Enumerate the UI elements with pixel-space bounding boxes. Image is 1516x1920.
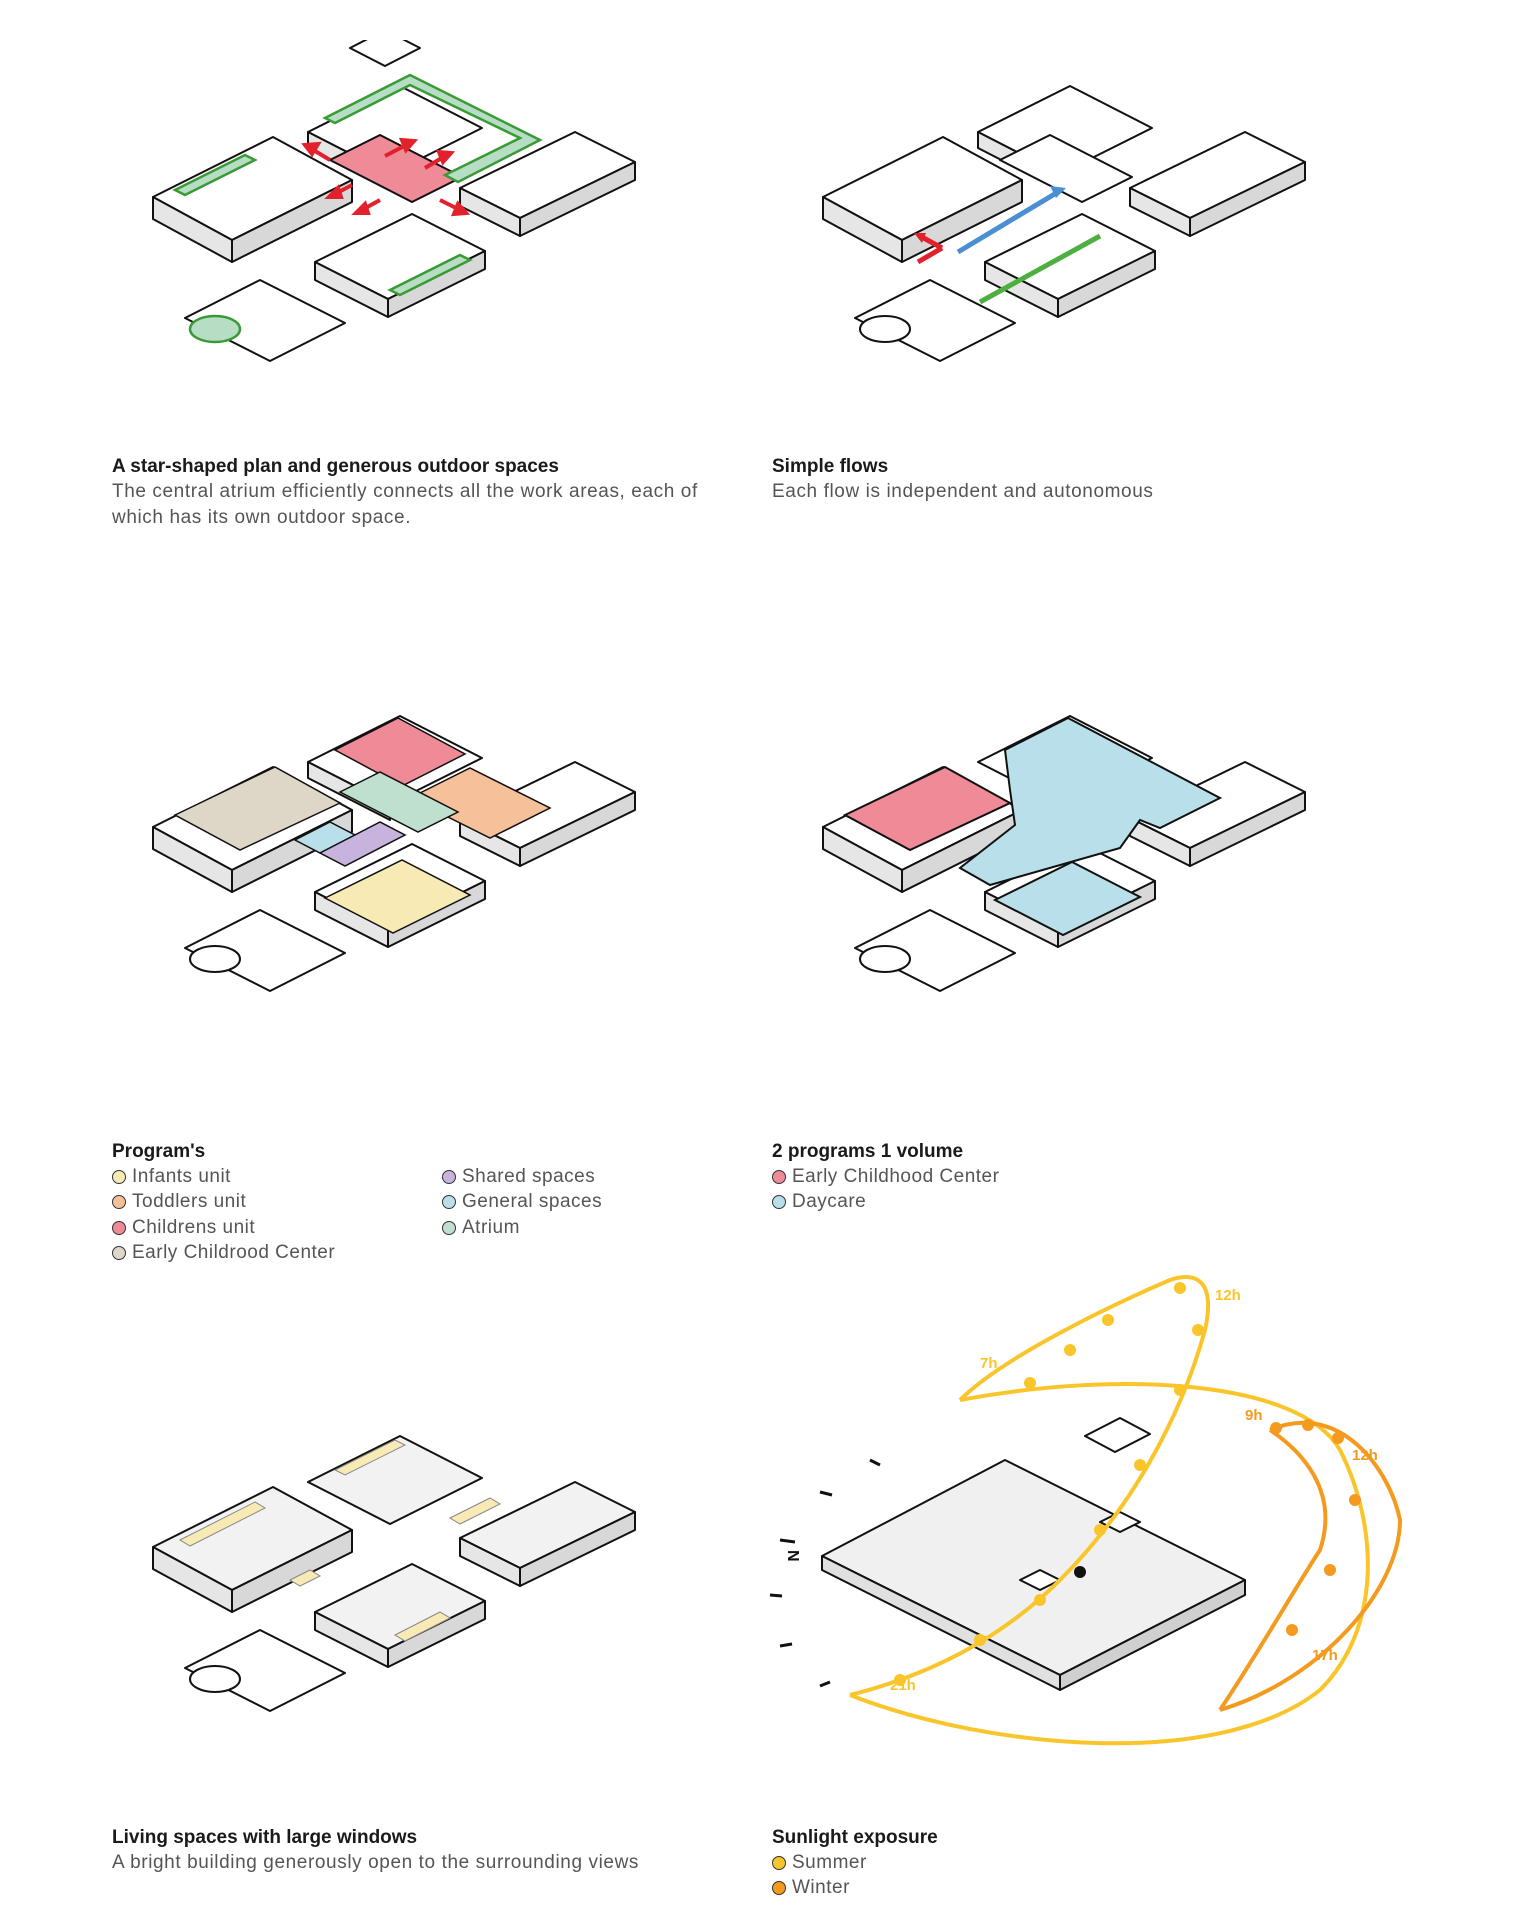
caption-simple-flows: Simple flows Each flow is independent an… (772, 455, 1412, 505)
legend-item-atrium: Atrium (442, 1215, 602, 1241)
diagram-star-plan (140, 40, 700, 370)
winter-label-9h: 9h (1245, 1407, 1263, 1424)
legend-item-summer: Summer (772, 1850, 938, 1876)
caption-text: The central atrium efficiently connects … (112, 481, 698, 528)
legend-swatch (112, 1246, 126, 1261)
legend-swatch (772, 1195, 786, 1210)
living-spaces-axonometric (152, 1435, 636, 1712)
summer-label-12h: 12h (1215, 1287, 1241, 1304)
diagram-sunlight: N 7h 12h 21h 9h 12h 17h (740, 1250, 1480, 1770)
legend-item-winter: Winter (772, 1876, 938, 1902)
legend-label: Toddlers unit (132, 1191, 247, 1213)
legend-swatch (442, 1195, 456, 1210)
legend-title: Sunlight exposure (772, 1827, 938, 1848)
summer-label-7h: 7h (980, 1355, 998, 1372)
diagram-living-spaces (140, 1390, 700, 1720)
legend-label: Winter (792, 1877, 850, 1899)
legend-title: Program's (112, 1141, 206, 1162)
diagram-simple-flows (810, 40, 1370, 370)
star-plan-axonometric (152, 40, 636, 362)
legend-label: Early Childrood Center (132, 1242, 336, 1264)
legend-title: 2 programs 1 volume (772, 1141, 964, 1162)
caption-title: A star-shaped plan and generous outdoor … (112, 456, 559, 477)
caption-living-spaces: Living spaces with large windows A brigh… (112, 1826, 752, 1876)
legend-swatch (112, 1220, 126, 1235)
caption-text: A bright building generously open to the… (112, 1852, 640, 1873)
legend-item-early-childhood: Early Childhood Center (772, 1164, 999, 1190)
legend-item-early-childrood: Early Childrood Center (112, 1241, 442, 1267)
summer-label-21h: 21h (890, 1677, 916, 1694)
legend-label: Shared spaces (462, 1165, 596, 1187)
legend-item-general: General spaces (442, 1190, 602, 1216)
north-label: N (784, 1550, 801, 1562)
legend-label: General spaces (462, 1191, 603, 1213)
caption-text: Each flow is independent and autonomous (772, 481, 1154, 502)
legend-programs: Program's Infants unit Toddlers unit Chi… (112, 1140, 602, 1266)
legend-swatch (112, 1195, 126, 1210)
legend-item-toddlers: Toddlers unit (112, 1190, 442, 1216)
caption-star-plan: A star-shaped plan and generous outdoor … (112, 455, 752, 531)
legend-swatch (772, 1855, 786, 1870)
legend-two-programs: 2 programs 1 volume Early Childhood Cent… (772, 1140, 999, 1215)
legend-label: Early Childhood Center (792, 1165, 1000, 1187)
legend-swatch (442, 1169, 456, 1184)
legend-item-daycare: Daycare (772, 1190, 999, 1216)
legend-item-infants: Infants unit (112, 1164, 442, 1190)
legend-item-childrens: Childrens unit (112, 1215, 442, 1241)
legend-swatch (112, 1169, 126, 1184)
legend-label: Daycare (792, 1191, 867, 1213)
legend-swatch (772, 1169, 786, 1184)
legend-label: Summer (792, 1851, 867, 1873)
legend-swatch (442, 1220, 456, 1235)
programs-axonometric (152, 715, 636, 992)
diagram-two-programs (810, 670, 1370, 1000)
legend-sunlight: Sunlight exposure Summer Winter (772, 1826, 938, 1901)
winter-label-17h: 17h (1312, 1647, 1338, 1664)
caption-title: Simple flows (772, 456, 889, 477)
legend-label: Infants unit (132, 1165, 231, 1187)
two-programs-axonometric (822, 715, 1306, 992)
caption-title: Living spaces with large windows (112, 1827, 418, 1848)
legend-label: Atrium (462, 1216, 520, 1238)
flows-axonometric (822, 85, 1306, 362)
winter-label-12h: 12h (1352, 1447, 1378, 1464)
legend-swatch (772, 1881, 786, 1896)
legend-label: Childrens unit (132, 1216, 256, 1238)
sunlight-axonometric: N 7h 12h 21h 9h 12h 17h (769, 1275, 1403, 1746)
diagram-programs (140, 670, 700, 1000)
legend-item-shared: Shared spaces (442, 1164, 602, 1190)
